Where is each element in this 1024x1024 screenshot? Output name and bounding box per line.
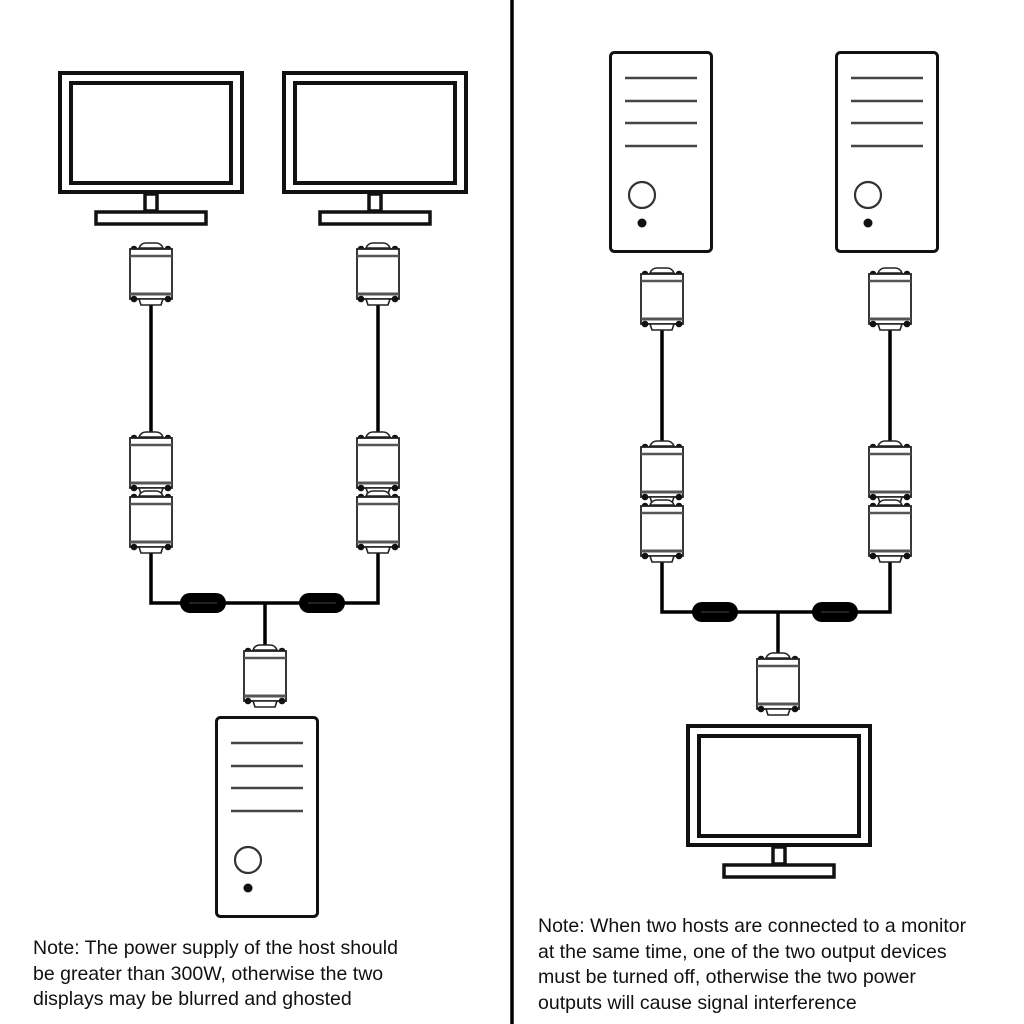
vga-connector-icon <box>867 439 913 505</box>
monitor-icon <box>686 724 872 879</box>
left-panel <box>58 71 468 918</box>
note-line: outputs will cause signal interference <box>538 991 857 1014</box>
note-line: be greater than 300W, otherwise the two <box>33 962 384 985</box>
note-line: must be turned off, otherwise the two po… <box>538 966 916 988</box>
pc-tower-icon <box>215 716 319 918</box>
vga-connector-icon <box>755 651 801 717</box>
vga-connector-icon <box>355 241 401 307</box>
splitter-cable <box>149 300 380 650</box>
vga-connector-icon <box>639 439 685 505</box>
vga-connector-icon <box>355 489 401 555</box>
left-panel-note: Note: The power supply of the host shoul… <box>33 936 398 1013</box>
note-line: Note: When two hosts are connected to a … <box>538 915 967 937</box>
note-line: at the same time, one of the two output … <box>538 940 947 963</box>
vga-connector-icon <box>128 241 174 307</box>
vga-connector-icon <box>355 430 401 496</box>
monitor-icon <box>58 71 244 226</box>
right-panel-note: Note: When two hosts are connected to a … <box>538 914 966 1016</box>
splitter-cable <box>660 325 892 660</box>
ferrite-bead-icon <box>298 592 346 614</box>
vga-connector-icon <box>242 643 288 709</box>
vga-connector-icon <box>867 498 913 564</box>
right-panel <box>609 51 939 879</box>
vga-connector-icon <box>128 430 174 496</box>
ferrite-bead-icon <box>179 592 227 614</box>
vga-connector-icon <box>639 266 685 332</box>
pc-tower-icon <box>609 51 713 253</box>
note-line: displays may be blurred and ghosted <box>33 988 352 1010</box>
vga-connector-icon <box>867 266 913 332</box>
monitor-icon <box>282 71 468 226</box>
note-line: Note: The power supply of the host shoul… <box>33 937 398 959</box>
vga-connector-icon <box>639 498 685 564</box>
pc-tower-icon <box>835 51 939 253</box>
vga-connector-icon <box>128 489 174 555</box>
ferrite-bead-icon <box>811 601 859 623</box>
ferrite-bead-icon <box>691 601 739 623</box>
